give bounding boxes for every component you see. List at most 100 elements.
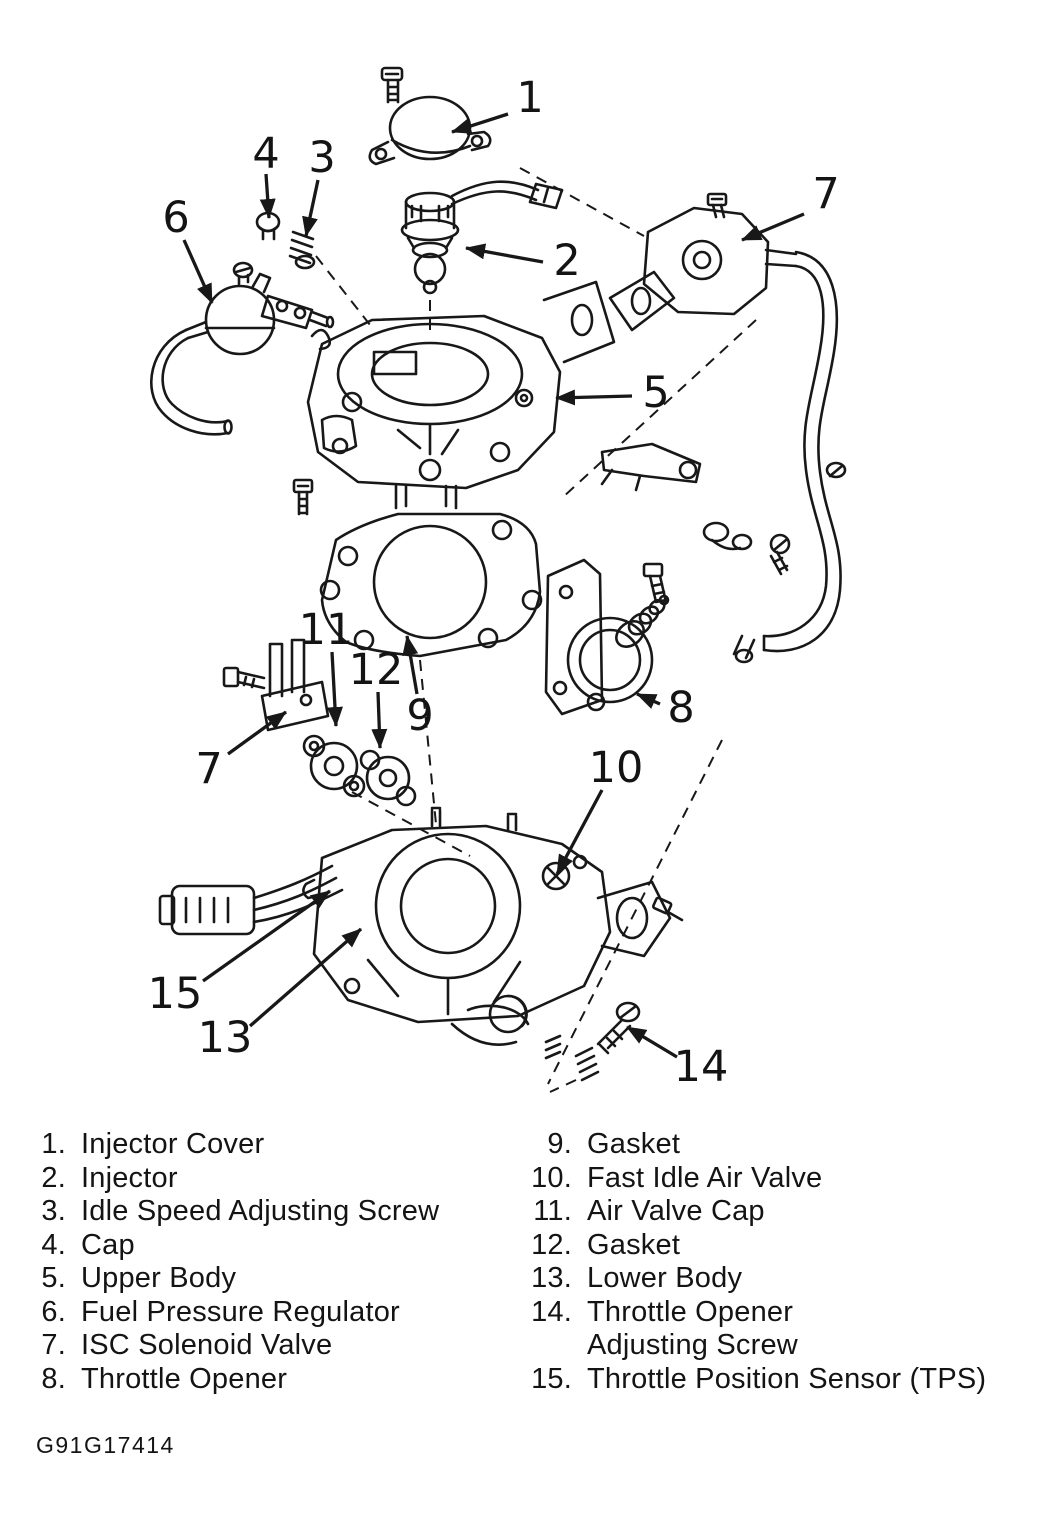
leader-arrow-2 bbox=[465, 243, 544, 264]
leader-arrow-15 bbox=[202, 889, 331, 983]
legend-item-label: Cap bbox=[81, 1228, 135, 1261]
screw-part bbox=[380, 66, 404, 104]
leader-arrow-9 bbox=[402, 635, 419, 695]
leader-arrow-1 bbox=[451, 112, 509, 134]
leader-arrow-10 bbox=[555, 789, 604, 875]
leader-arrow-12 bbox=[371, 691, 388, 749]
legend-item-label: Injector Cover bbox=[81, 1128, 265, 1160]
callout-1: 1 bbox=[516, 73, 543, 123]
idle-speed-screw-part bbox=[288, 230, 316, 270]
legend-item: 13. Lower Body bbox=[526, 1262, 1032, 1296]
legend-item: 10. Fast Idle Air Valve bbox=[526, 1162, 1032, 1196]
legend-item-number: 2. bbox=[41, 1161, 66, 1194]
callout-10: 10 bbox=[589, 743, 644, 793]
legend-item: 4. Cap bbox=[38, 1229, 514, 1263]
throttle-opener-adjusting-screw-part bbox=[574, 1001, 641, 1082]
tps-connector-part bbox=[158, 864, 344, 936]
bracket-lever-part bbox=[600, 442, 791, 576]
assembly-dashed-lines bbox=[315, 167, 757, 1093]
leader-arrow-6 bbox=[182, 239, 214, 304]
legend-item: 15. Throttle Position Sensor (TPS) bbox=[526, 1363, 1032, 1397]
callout-5: 5 bbox=[642, 368, 669, 418]
legend-item-label: Fast Idle Air Valve bbox=[587, 1161, 823, 1194]
screw-part bbox=[292, 478, 314, 516]
gasket-part bbox=[319, 512, 543, 658]
callout-7-bottom: 7 bbox=[195, 744, 222, 794]
legend-item-label: Lower Body bbox=[587, 1262, 743, 1294]
legend-item-label: Upper Body bbox=[81, 1262, 237, 1294]
legend-item: 8. Throttle Opener bbox=[38, 1363, 514, 1397]
leader-arrow-5 bbox=[555, 389, 633, 406]
legend-column-left: 1. Injector Cover 2. Injector 3. Idle Sp… bbox=[38, 1128, 514, 1396]
callout-leaders bbox=[182, 112, 805, 1059]
legend-item-number: 10. bbox=[531, 1161, 572, 1194]
legend-item-label: Fuel Pressure Regulator bbox=[81, 1295, 400, 1328]
legend-item-number: 13. bbox=[531, 1262, 572, 1294]
isc-solenoid-valve-part bbox=[608, 192, 847, 664]
throttle-opener-part bbox=[544, 558, 670, 716]
callout-12: 12 bbox=[349, 645, 404, 695]
injector-part bbox=[400, 180, 564, 295]
leader-arrow-4 bbox=[259, 173, 276, 219]
legend-item: 6. Fuel Pressure Regulator bbox=[38, 1296, 514, 1330]
legend-item-number: 5. bbox=[41, 1262, 66, 1294]
legend-item-number: 11. bbox=[533, 1195, 572, 1227]
injector-cover-part bbox=[368, 95, 492, 166]
exploded-diagram: 1 4 3 6 2 7 5 9 8 7 11 12 10 15 13 14 bbox=[148, 66, 847, 1093]
leader-arrow-11 bbox=[326, 651, 343, 727]
legend-item-number: 12. bbox=[531, 1228, 572, 1261]
legend-item: 12. Gasket bbox=[526, 1229, 1032, 1263]
exploded-diagram-svg: 1 4 3 6 2 7 5 9 8 7 11 12 10 15 13 14 bbox=[148, 66, 847, 1093]
legend-item-number: 6. bbox=[41, 1295, 66, 1328]
legend-item-number: 1. bbox=[41, 1128, 66, 1160]
lower-body-part bbox=[302, 806, 684, 1060]
callout-9: 9 bbox=[406, 691, 433, 741]
legend-item: 1. Injector Cover bbox=[38, 1128, 514, 1162]
legend-item: 3. Idle Speed Adjusting Screw bbox=[38, 1195, 514, 1229]
legend-item-label: Gasket bbox=[587, 1228, 681, 1261]
air-valve-cap-part bbox=[302, 734, 366, 798]
legend-item: 9. Gasket bbox=[526, 1128, 1032, 1162]
legend-item-label-line2: Adjusting Screw bbox=[587, 1329, 798, 1361]
callout-15: 15 bbox=[148, 969, 203, 1019]
legend-column-right: 9. Gasket 10. Fast Idle Air Valve 11. Ai… bbox=[526, 1128, 1032, 1396]
leader-arrow-3 bbox=[302, 179, 320, 237]
legend-item-label: Air Valve Cap bbox=[587, 1195, 765, 1227]
legend-item: 2. Injector bbox=[38, 1162, 514, 1196]
callout-14: 14 bbox=[674, 1042, 729, 1092]
legend-item-number: 3. bbox=[41, 1195, 66, 1227]
callout-7-top: 7 bbox=[812, 169, 839, 219]
legend-item-label: Throttle Position Sensor (TPS) bbox=[587, 1362, 987, 1395]
legend-item-number: 4. bbox=[41, 1228, 66, 1261]
callout-13: 13 bbox=[198, 1013, 253, 1063]
legend-item-number: 9. bbox=[547, 1128, 572, 1160]
callout-2: 2 bbox=[553, 236, 580, 286]
callout-4: 4 bbox=[252, 129, 279, 179]
leader-arrow-7-top bbox=[741, 212, 805, 242]
callout-3: 3 bbox=[308, 133, 335, 183]
legend-item-number: 8. bbox=[41, 1362, 66, 1395]
legend-item-number: 7. bbox=[41, 1329, 66, 1361]
callout-11: 11 bbox=[299, 605, 354, 655]
small-gasket-part bbox=[359, 749, 417, 807]
upper-body-part bbox=[306, 280, 616, 510]
legend-item-label: Throttle Opener bbox=[81, 1362, 288, 1395]
callout-8: 8 bbox=[667, 683, 694, 733]
legend-item-label: Gasket bbox=[587, 1128, 681, 1160]
legend-item-number: 14. bbox=[531, 1295, 572, 1328]
legend-item: 5. Upper Body bbox=[38, 1262, 514, 1296]
screw-part bbox=[642, 562, 668, 604]
legend-item-label: Idle Speed Adjusting Screw bbox=[81, 1195, 440, 1227]
legend-item: 11. Air Valve Cap bbox=[526, 1195, 1032, 1229]
leader-arrow-14 bbox=[626, 1025, 678, 1059]
leader-arrow-8 bbox=[636, 692, 661, 709]
legend-item-label: Injector bbox=[81, 1161, 178, 1194]
callout-6: 6 bbox=[162, 193, 189, 243]
figure-code: G91G17414 bbox=[36, 1432, 175, 1458]
legend-item-number: 15. bbox=[531, 1362, 572, 1395]
leader-arrow-7-bottom bbox=[227, 710, 287, 756]
callout-numbers: 1 4 3 6 2 7 5 9 8 7 11 12 10 15 13 14 bbox=[148, 73, 840, 1092]
fuel-pressure-regulator-part bbox=[149, 261, 335, 436]
